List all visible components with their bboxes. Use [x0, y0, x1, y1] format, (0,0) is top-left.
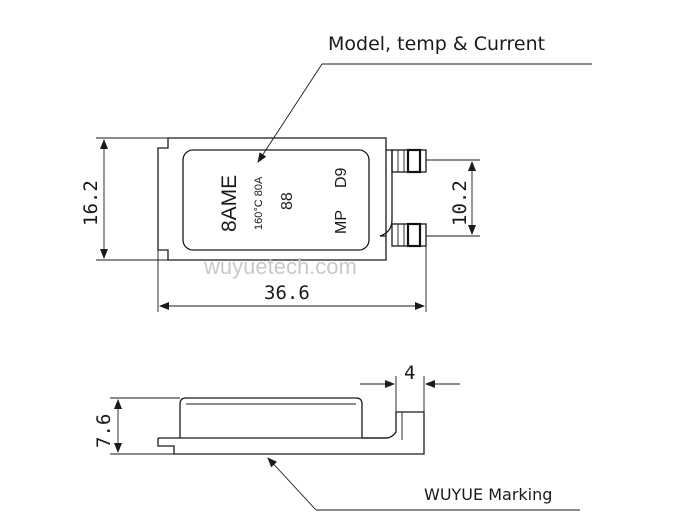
- side-view-lead: [362, 411, 425, 455]
- top-view-terminal-neck: [379, 149, 393, 237]
- dim-thickness: 7.6: [93, 397, 180, 455]
- dim-thickness-value: 7.6: [93, 414, 115, 448]
- terminal-lower: [391, 222, 427, 248]
- device-code-marking: D9: [333, 167, 350, 188]
- side-view: [157, 397, 425, 455]
- dim-length-value: 36.6: [264, 282, 310, 304]
- watermark: wuyuetech.com: [203, 254, 357, 279]
- top-view-label-frame: [182, 149, 370, 251]
- dim-terminal-span-value: 10.2: [449, 180, 471, 226]
- dim-terminal-span: 10.2: [426, 159, 480, 237]
- device-brand-marking: MP: [333, 210, 350, 234]
- model-callout: Model, temp & Current: [257, 33, 592, 163]
- dim-lead: 4: [360, 362, 460, 412]
- side-view-base: [157, 438, 386, 455]
- marking-callout: WUYUE Marking: [267, 457, 580, 511]
- dim-height-value: 16.2: [80, 180, 102, 226]
- terminal-upper: [391, 148, 427, 174]
- top-view: 8AME 160°C 80A 88 D9 MP: [157, 137, 427, 261]
- dim-length: 36.6: [157, 246, 427, 312]
- marking-callout-label: WUYUE Marking: [424, 485, 552, 504]
- side-view-body: [179, 397, 363, 438]
- device-symbol-marking: 88: [279, 192, 296, 210]
- top-view-outer-body: [157, 137, 387, 261]
- dim-height: 16.2: [80, 137, 168, 261]
- dim-lead-value: 4: [404, 362, 415, 384]
- device-rating-marking: 160°C 80A: [253, 176, 265, 230]
- model-callout-label: Model, temp & Current: [328, 33, 545, 55]
- device-model-marking: 8AME: [218, 175, 241, 232]
